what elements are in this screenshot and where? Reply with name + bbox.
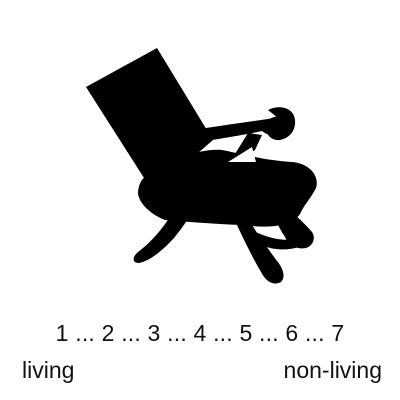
rating-scale: 1 ... 2 ... 3 ... 4 ... 5 ... 6 ... 7 li… xyxy=(0,315,400,395)
scale-points: 1 ... 2 ... 3 ... 4 ... 5 ... 6 ... 7 xyxy=(55,320,345,346)
chair-silhouette-icon xyxy=(86,48,317,284)
chair-silhouette-image xyxy=(70,40,340,290)
scale-anchor-non-living: non-living xyxy=(283,357,382,383)
scale-anchor-living: living xyxy=(22,357,75,383)
